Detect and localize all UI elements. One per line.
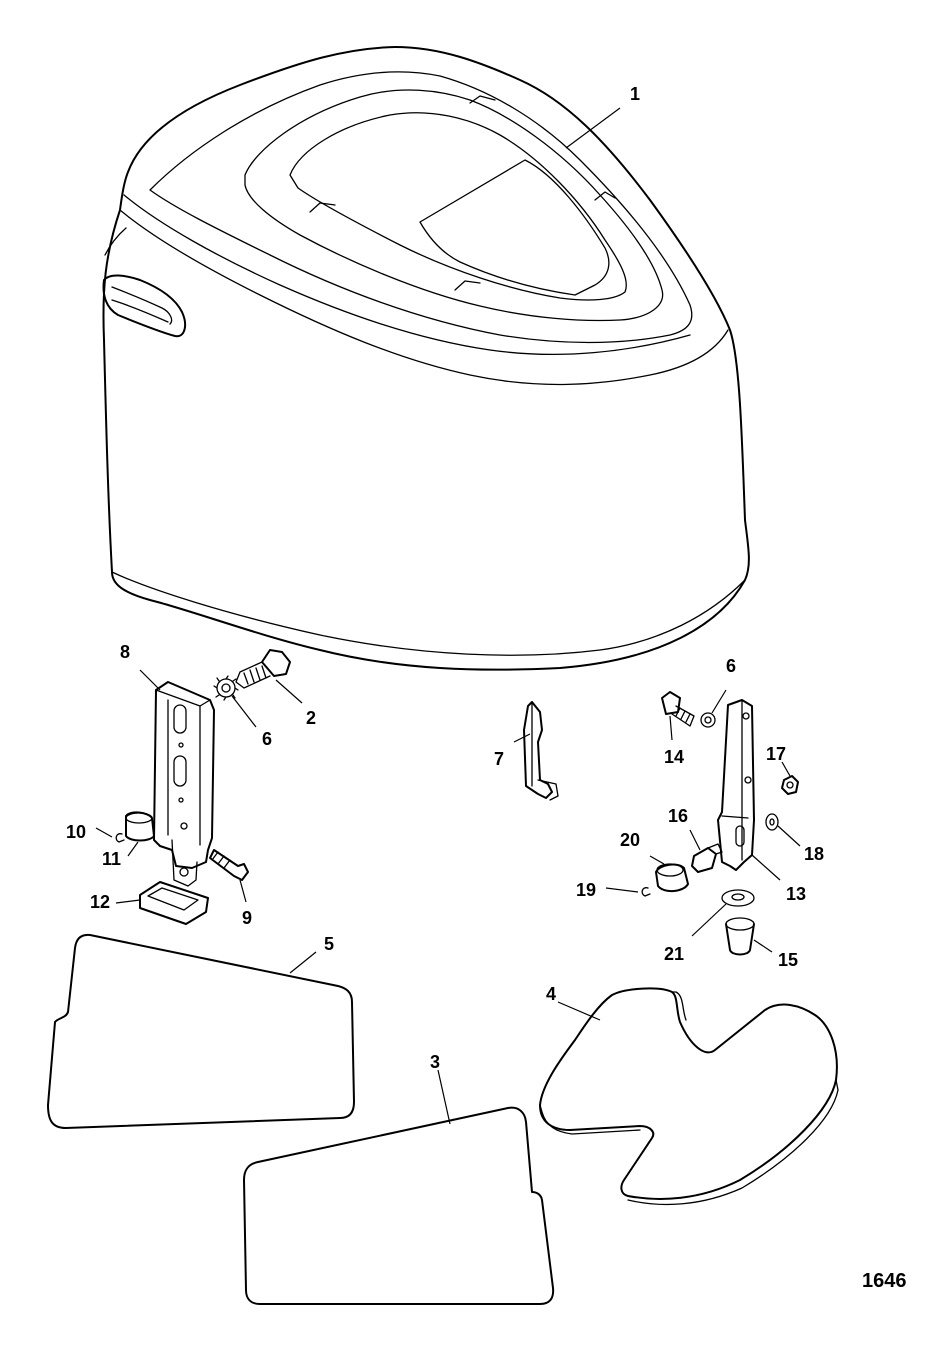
callout-7: 7 <box>494 749 504 769</box>
callout-6-right: 6 <box>726 656 736 676</box>
pad-part-4 <box>539 987 839 1206</box>
right-latch-bracket-part <box>717 699 781 881</box>
bushing-part-11 <box>125 811 155 857</box>
callout-21: 21 <box>664 944 684 964</box>
rubber-cup-part-12 <box>115 881 209 925</box>
washer-part-18 <box>765 813 801 847</box>
callout-17: 17 <box>766 744 786 764</box>
latch-part-7 <box>513 701 559 801</box>
washer-part-21 <box>691 889 755 937</box>
callout-14: 14 <box>664 747 684 767</box>
callout-3: 3 <box>430 1052 440 1072</box>
callout-4: 4 <box>546 984 556 1004</box>
callout-1: 1 <box>630 84 640 104</box>
callout-11: 11 <box>102 849 121 869</box>
callout-20: 20 <box>620 830 640 850</box>
nut-part-17 <box>781 761 799 795</box>
callout-16: 16 <box>668 806 688 826</box>
callout-labels: 1 2 3 4 5 6 6 7 8 9 10 11 12 13 14 15 16… <box>66 84 824 1072</box>
callout-18: 18 <box>804 844 824 864</box>
pin-part-9 <box>209 849 249 903</box>
pad-part-5 <box>47 933 355 1129</box>
callout-5: 5 <box>324 934 334 954</box>
left-latch-bracket-part <box>139 669 215 887</box>
washer-part-6 <box>700 689 727 728</box>
callout-15: 15 <box>778 950 798 970</box>
callout-9: 9 <box>242 908 252 928</box>
callout-8: 8 <box>120 642 130 662</box>
bolt-part-2 <box>235 649 303 704</box>
callout-13: 13 <box>786 884 806 904</box>
callout-6-left: 6 <box>262 729 272 749</box>
pad-part-3 <box>243 1069 555 1305</box>
top-cowl-part <box>102 46 750 671</box>
callout-2: 2 <box>306 708 316 728</box>
bushing-part-20 <box>649 855 689 892</box>
callout-19: 19 <box>576 880 596 900</box>
callout-12: 12 <box>90 892 110 912</box>
callout-10: 10 <box>66 822 86 842</box>
e-clip-part-10 <box>95 827 125 843</box>
e-clip-part-19 <box>605 887 651 897</box>
figure-number: 1646 <box>862 1270 907 1292</box>
star-washer-part-6 <box>213 675 257 728</box>
stud-part-16 <box>689 829 723 873</box>
bolt-part-14 <box>661 691 695 741</box>
grommet-part-15 <box>725 917 773 956</box>
